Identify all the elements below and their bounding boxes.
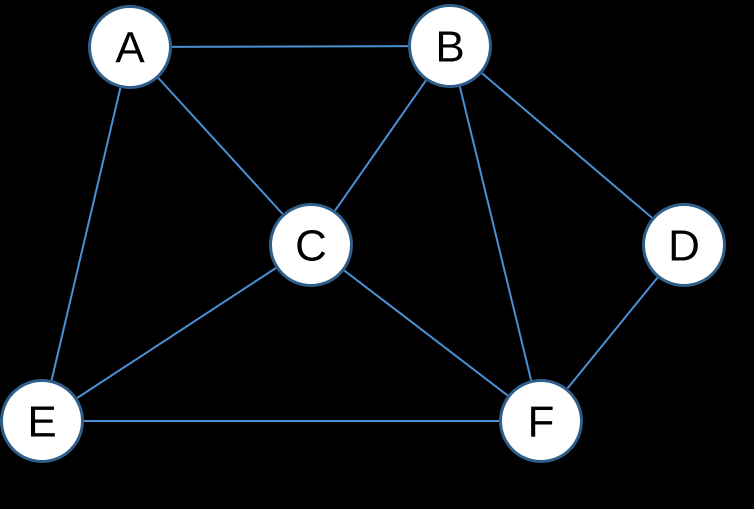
graph-node-e[interactable]: E (0, 379, 84, 463)
edge-layer (50, 45, 659, 422)
graph-node-label-d: D (668, 222, 700, 271)
graph-edge-b-f (458, 86, 533, 381)
graph-edge-c-e (76, 267, 277, 399)
graph-node-f[interactable]: F (499, 379, 583, 463)
graph-node-circle-e[interactable] (0, 379, 84, 463)
graph-edge-c-f (343, 269, 509, 397)
graph-node-label-c: C (295, 222, 327, 271)
node-layer: A B C D E F (0, 4, 726, 463)
graph-node-d[interactable]: D (642, 203, 726, 287)
graph-edge-a-c (157, 77, 284, 215)
graph-node-label-a: A (115, 24, 145, 73)
graph-node-circle-a[interactable] (88, 5, 172, 89)
graph-node-circle-d[interactable] (642, 203, 726, 287)
graph-edge-d-f (566, 276, 659, 390)
graph-edge-b-d (481, 72, 653, 219)
graph-node-circle-f[interactable] (499, 379, 583, 463)
graph-node-a[interactable]: A (88, 5, 172, 89)
graph-node-label-b: B (435, 23, 464, 72)
graph-node-label-e: E (27, 398, 56, 447)
graph-node-label-f: F (528, 398, 555, 447)
graph-node-c[interactable]: C (269, 203, 353, 287)
graph-edge-a-e (50, 87, 122, 381)
graph-node-circle-c[interactable] (269, 203, 353, 287)
graph-edge-a-b (171, 45, 409, 48)
graph-node-b[interactable]: B (408, 4, 492, 88)
graph-edge-b-c (334, 79, 427, 212)
graph-node-circle-b[interactable] (408, 4, 492, 88)
